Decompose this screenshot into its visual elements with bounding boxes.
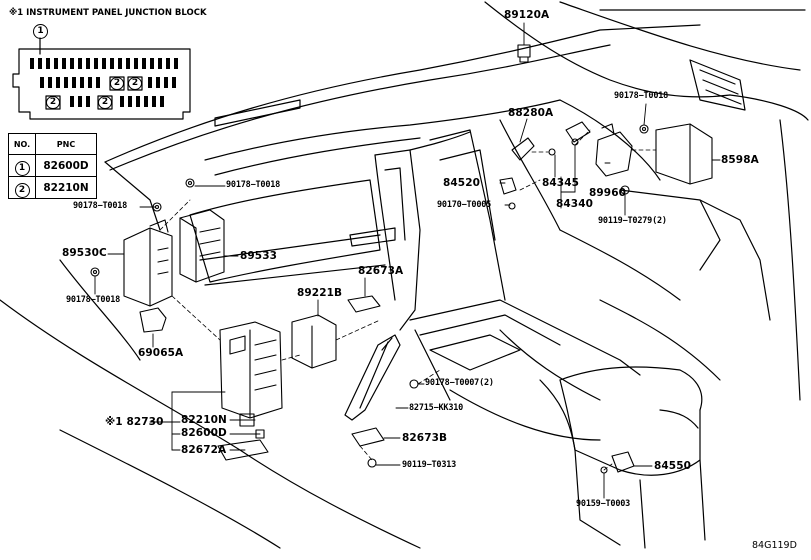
label-84520: 84520 [443,177,481,189]
label-89530C: 89530C [62,247,107,259]
junction-block-callout: 1 [33,24,48,39]
label-90178-T0018-lower: 90178−T0018 [66,295,121,305]
label-90119-T0313: 90119−T0313 [402,460,457,470]
fuse-marker-4: 2 [98,96,112,109]
label-82673A: 82673A [358,265,404,277]
junction-block-inset [12,37,191,120]
legend-row-1-no: 1 [14,161,30,176]
diagram-code: 84G119D [752,540,797,551]
label-84550: 84550 [654,460,692,472]
legend-header-pnc: PNC [35,133,97,155]
label-82715-KK310: 82715−KK310 [409,403,464,413]
label-84340: 84340 [556,198,594,210]
dashboard-outline [0,1,809,549]
label-88280A: 88280A [508,107,554,119]
legend-row-2-pnc: 82210N [35,176,97,199]
label-90159-T0003: 90159−T0003 [576,499,631,509]
label-84345: 84345 [542,177,580,189]
label-82673B: 82673B [402,432,448,444]
label-82210N: 82210N [181,414,227,426]
label-90178-T0018-center: 90178−T0018 [226,180,281,190]
label-82600D: 82600D [181,427,227,439]
leader-lines [94,22,721,499]
label-8598A: 8598A [721,154,759,166]
label-89533: 89533 [240,250,278,262]
label-82672A: 82672A [181,444,227,456]
label-90178-T0007: 90178−T0007(2) [425,378,494,388]
label-90178-T0018-left: 90178−T0018 [73,201,128,211]
fuse-marker-1: 2 [110,77,124,90]
dashed-guides [159,129,657,471]
fuse-marker-2: 2 [128,77,142,90]
fuse-marker-3: 2 [46,96,60,109]
label-90178-T0018-upper: 90178−T0018 [614,91,669,101]
label-90119-T0279: 90119−T0279(2) [598,216,667,226]
parts [90,44,713,474]
label-82730: ※1 82730 [105,416,164,428]
label-89120A: 89120A [504,9,550,21]
label-89221B: 89221B [297,287,343,299]
pnc-legend-table: NO. PNC 1 82600D 2 82210N [8,133,97,199]
junction-block-title: ※1 INSTRUMENT PANEL JUNCTION BLOCK [9,8,207,18]
legend-row-2-no: 2 [14,183,30,198]
label-90170-T0005: 90170−T0005 [437,200,492,210]
label-89960: 89960 [589,187,627,199]
legend-header-no: NO. [8,133,36,155]
label-69065A: 69065A [138,347,184,359]
legend-row-1-pnc: 82600D [35,154,97,177]
